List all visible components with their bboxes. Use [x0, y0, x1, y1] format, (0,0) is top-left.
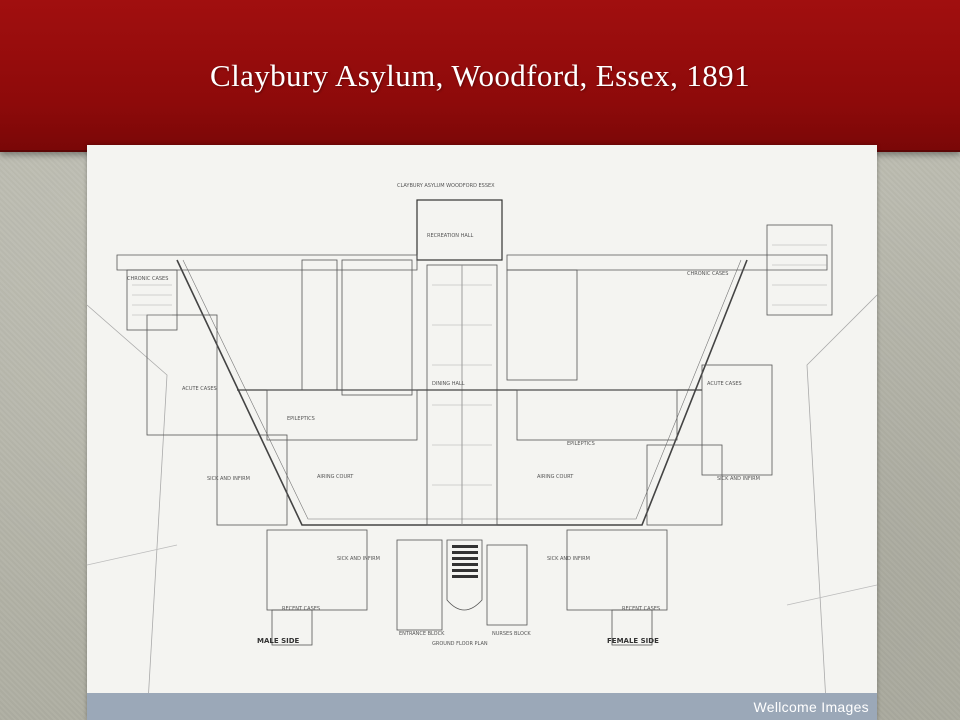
- boundary-line: [786, 584, 877, 606]
- boundary-line: [87, 304, 168, 720]
- block-left-inner: [301, 259, 338, 391]
- label-acute-right: ACUTE CASES: [707, 381, 742, 387]
- acute-pavilion-left: [146, 314, 218, 436]
- acute-pavilion-right: [701, 364, 773, 476]
- chronic-block-right: [766, 224, 833, 316]
- nurses-block: [486, 544, 528, 626]
- central-hall: [416, 199, 503, 261]
- label-nurses-block: NURSES BLOCK: [492, 631, 531, 637]
- label-recent-right: RECENT CASES: [622, 606, 660, 612]
- floor-plan-drawing: CLAYBURY ASYLUM WOODFORD ESSEX CHRONIC C…: [87, 183, 877, 720]
- label-sick-left: SICK AND INFIRM: [207, 476, 250, 482]
- label-recent-left: RECENT CASES: [282, 606, 320, 612]
- label-airing-left: AIRING COURT: [317, 474, 354, 480]
- label-chronic-left: CHRONIC CASES: [127, 276, 168, 282]
- slide-title: Claybury Asylum, Woodford, Essex, 1891: [210, 58, 750, 93]
- label-chronic-right: CHRONIC CASES: [687, 271, 728, 277]
- recent-cases-left: [271, 609, 313, 646]
- lower-block-right: [566, 529, 668, 611]
- label-sick-lower-right: SICK AND INFIRM: [547, 556, 590, 562]
- upper-right-wing: [506, 254, 828, 271]
- label-epileptics-right: EPILEPTICS: [567, 441, 595, 447]
- plan-footer: GROUND FLOOR PLAN: [432, 641, 488, 647]
- label-dining-hall: DINING HALL: [432, 381, 465, 387]
- label-acute-left: ACUTE CASES: [182, 386, 217, 392]
- floor-plan-image: CLAYBURY ASYLUM WOODFORD ESSEX CHRONIC C…: [87, 145, 877, 720]
- recent-cases-right: [611, 609, 653, 646]
- label-airing-right: AIRING COURT: [537, 474, 574, 480]
- block-left-court: [341, 259, 413, 396]
- entrance-block: [396, 539, 443, 631]
- label-entrance-block: ENTRANCE BLOCK: [399, 631, 445, 637]
- label-sick-lower-left: SICK AND INFIRM: [337, 556, 380, 562]
- boundary-line: [806, 294, 877, 720]
- label-sick-right: SICK AND INFIRM: [717, 476, 760, 482]
- block-right-inner: [506, 269, 578, 381]
- epileptics-ward-right: [516, 389, 678, 441]
- sick-pavilion-left: [216, 434, 288, 526]
- label-male-side: MALE SIDE: [257, 637, 300, 645]
- epileptics-ward-left: [266, 389, 418, 441]
- title-bar: Claybury Asylum, Woodford, Essex, 1891: [0, 0, 960, 152]
- label-recreation-hall: RECREATION HALL: [427, 233, 474, 239]
- chronic-block-left: [126, 269, 178, 331]
- sick-pavilion-right: [646, 444, 723, 526]
- label-epileptics-left: EPILEPTICS: [287, 416, 315, 422]
- upper-left-wing: [116, 254, 418, 271]
- credit-bar: Wellcome Images: [87, 693, 877, 720]
- chapel: [446, 539, 483, 611]
- plan-header: CLAYBURY ASYLUM WOODFORD ESSEX: [397, 183, 495, 189]
- lower-block-left: [266, 529, 368, 611]
- label-female-side: FEMALE SIDE: [607, 637, 659, 645]
- credit-text: Wellcome Images: [753, 699, 869, 715]
- boundary-line: [87, 544, 178, 566]
